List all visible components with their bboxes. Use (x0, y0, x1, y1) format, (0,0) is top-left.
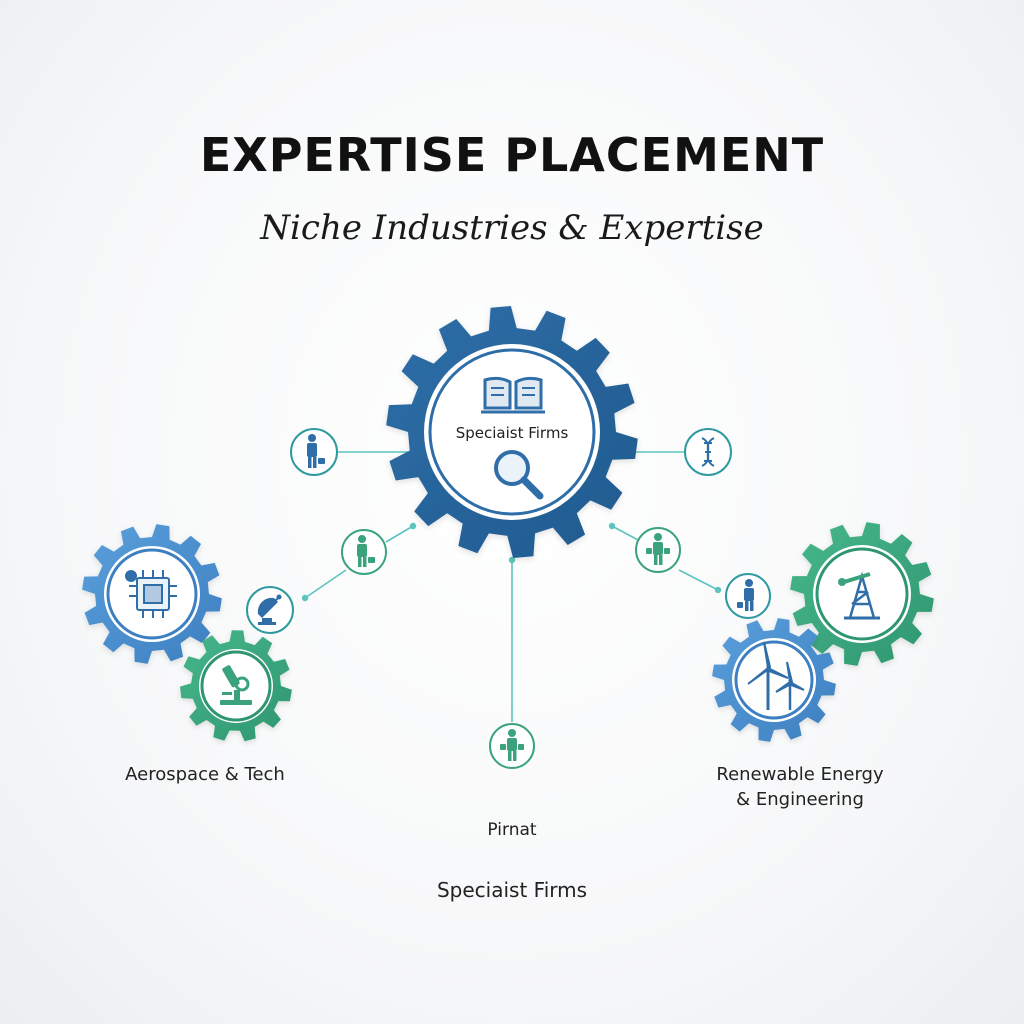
page-subtitle: Niche Industries & Expertise (260, 208, 764, 248)
dna-icon (701, 437, 715, 467)
person-node-lower-right (635, 527, 681, 573)
wind-turbine-icon (747, 641, 805, 710)
person-briefcase-icon (646, 533, 670, 565)
left-gear-large-ring (106, 548, 198, 640)
circuit-chip-icon (125, 570, 177, 618)
right-gear-large-ring (815, 547, 909, 641)
left-gear-small-ring (200, 650, 272, 722)
right-gear-small-ring (734, 640, 814, 720)
left-cluster-label: Aerospace & Tech (125, 764, 285, 785)
satellite-node (246, 586, 294, 634)
hub-label: Speciaist Firms (455, 424, 569, 442)
open-book-icon (481, 376, 545, 414)
satellite-dish-icon (257, 594, 282, 625)
bottom-caption: Speciaist Firms (436, 878, 588, 902)
right-cluster-label-line2: & Engineering (736, 789, 864, 810)
right-gear-large-face (813, 545, 911, 643)
person-node-lower-left (341, 529, 387, 575)
connector-hub-lower-right (611, 525, 639, 541)
hub-gear (386, 306, 638, 558)
person-briefcase-icon (737, 579, 754, 611)
right-gear-small (712, 618, 836, 742)
person-briefcase-icon (357, 535, 375, 567)
connector-hub-lower-left (385, 525, 414, 543)
right-gear-large (790, 522, 934, 666)
dna-node (684, 428, 732, 476)
connector-node-right-node (678, 569, 719, 591)
gears-layer (82, 306, 934, 742)
magnifier-icon (494, 450, 544, 500)
page-title: EXPERTISE PLACEMENT (199, 128, 825, 182)
microscope-icon (220, 665, 252, 705)
hub-gear-face (424, 344, 600, 520)
connector-node-left-satellite (304, 569, 347, 599)
right-cluster-label: Renewable Energy & Engineering (690, 762, 910, 812)
right-gear-small-face (732, 638, 816, 722)
bottom-node-label: Pirnat (487, 820, 537, 840)
person-node-right (725, 573, 771, 619)
person-node-bottom (489, 723, 535, 769)
person-briefcase-icon (500, 729, 524, 761)
person-node-left (290, 428, 338, 476)
person-briefcase-icon (307, 434, 325, 468)
right-cluster-label-line1: Renewable Energy (716, 764, 884, 785)
hub-gear-ring (428, 348, 596, 516)
oil-derrick-icon (838, 571, 880, 620)
